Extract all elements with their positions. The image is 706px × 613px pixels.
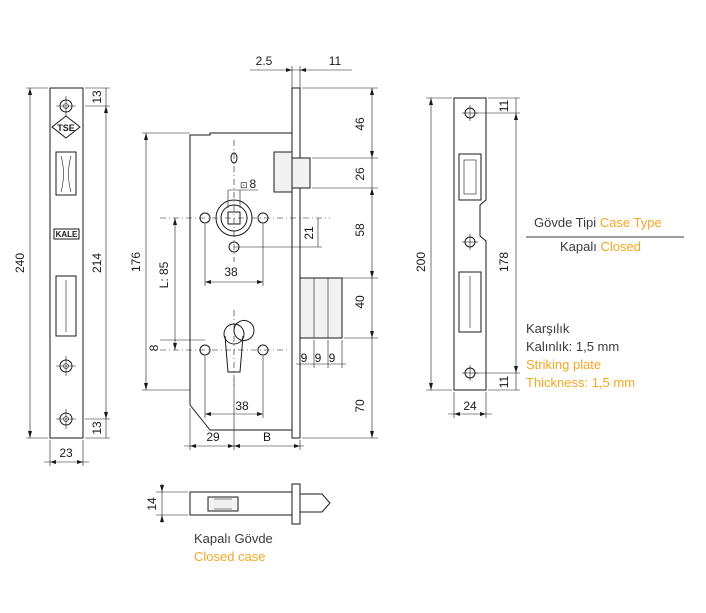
dim-backset: B	[263, 430, 271, 444]
case-type-value: Kapalı Closed	[560, 238, 641, 256]
faceplate-view: TSE KALE 240	[13, 87, 110, 466]
dim-faceplate-bottom: 13	[90, 421, 104, 435]
dim-striker-top: 11	[497, 99, 511, 112]
deadbolt	[299, 277, 343, 339]
dim-bottom-thickness: 14	[145, 497, 159, 511]
bottom-view-caption-tr: Kapalı Gövde	[194, 531, 273, 546]
dim-backset-offset: 29	[206, 430, 220, 444]
dim-faceplate-width: 23	[59, 446, 73, 460]
faceplate-outline	[49, 87, 84, 439]
dim-plate-offset: 2.5	[256, 54, 273, 68]
dim-bottom: 70	[353, 399, 367, 413]
lock-case-view: 2.5 11 46 26 58 40 70 176	[129, 54, 378, 450]
bottom-view: 14	[145, 483, 331, 525]
tse-logo: TSE	[51, 115, 81, 139]
striker-latch-opening	[458, 153, 482, 201]
bottom-latch	[300, 493, 331, 513]
dim-bolt-step-2: 9	[315, 351, 322, 365]
dim-latch-height: 26	[353, 167, 367, 181]
dim-faceplate-hole-spacing: 214	[90, 253, 104, 273]
case-type-label-en: Case Type	[599, 215, 662, 230]
striker-bolt-opening	[458, 271, 482, 333]
striker-view: 200 178 11 11 24	[414, 97, 520, 418]
dim-striker-width: 24	[463, 399, 477, 413]
case-type-label: Gövde Tipi Case Type	[534, 214, 662, 232]
bottom-view-caption-en: Closed case	[194, 549, 266, 564]
case-type-value-tr: Kapalı	[560, 239, 597, 254]
dim-latch-to-bolt: 58	[353, 223, 367, 237]
latch	[273, 151, 293, 193]
bottom-faceplate	[291, 483, 301, 525]
striking-plate-title-tr: Karşılık	[526, 321, 570, 336]
dim-cylinder-screw-spacing: 38	[235, 399, 249, 413]
dim-plate-thickness: 11	[329, 54, 342, 68]
striking-plate-thickness-tr: Kalınlık: 1,5 mm	[526, 339, 620, 354]
dim-spindle-square: ⊡8	[240, 177, 257, 191]
dim-bolt-step-3: 9	[329, 351, 336, 365]
striking-plate-title-en: Striking plate	[526, 357, 602, 372]
dim-striker-height: 200	[414, 252, 428, 272]
case-type-value-en: Closed	[600, 239, 641, 254]
dim-bolt-height: 40	[353, 295, 367, 309]
lock-faceplate-side	[291, 87, 301, 439]
kale-logo: KALE	[53, 228, 80, 240]
dim-spindle-offset: 21	[302, 226, 316, 240]
striking-plate-info: Karşılık Kalınlık: 1,5 mm Striking plate…	[526, 320, 635, 392]
dim-bolt-step-1: 9	[301, 351, 308, 365]
bottom-case-body	[189, 491, 293, 516]
svg-text:KALE: KALE	[56, 230, 78, 239]
dim-center-distance: L: 85	[157, 261, 171, 288]
bottom-view-caption: Kapalı Gövde Closed case	[194, 530, 273, 566]
striker-outline	[453, 97, 487, 391]
dim-case-height: 176	[129, 252, 143, 272]
striking-plate-thickness-en: Thickness: 1,5 mm	[526, 375, 636, 390]
dim-faceplate-height: 240	[13, 253, 27, 273]
latch-opening	[55, 151, 77, 196]
svg-text:TSE: TSE	[57, 123, 75, 133]
bolt-opening	[55, 275, 77, 337]
case-type-label-tr: Gövde Tipi	[534, 215, 597, 230]
dim-top-to-latch: 46	[353, 117, 367, 131]
latch-tongue	[291, 157, 311, 189]
dim-striker-bottom: 11	[497, 375, 511, 388]
dim-faceplate-top: 13	[90, 90, 104, 104]
dim-follower-spacing: 38	[224, 265, 238, 279]
dim-striker-hole-spacing: 178	[497, 252, 511, 272]
bottom-mechanism	[207, 496, 239, 512]
dim-cylinder-offset: 8	[147, 344, 161, 351]
